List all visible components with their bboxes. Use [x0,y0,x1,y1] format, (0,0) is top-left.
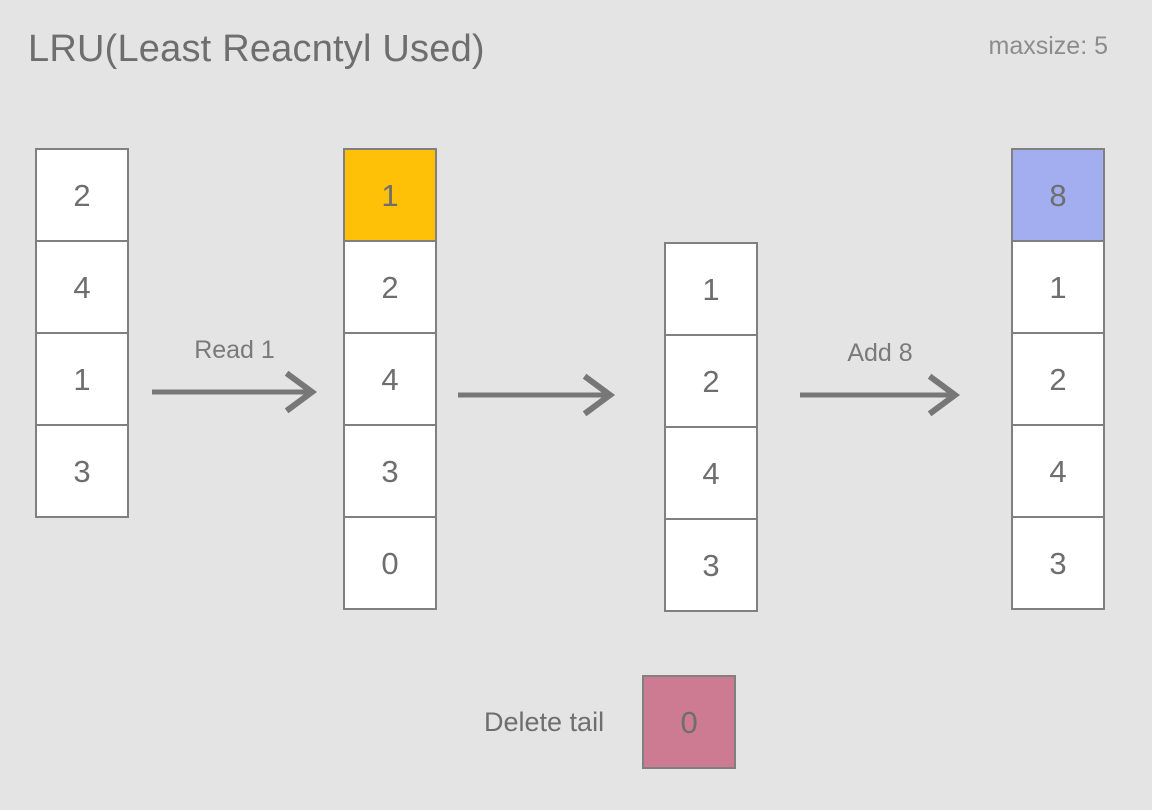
arrow-read: Read 1 [152,336,318,418]
maxsize-label: maxsize: 5 [988,32,1108,60]
arrow-read-label: Read 1 [194,336,275,364]
stack-after-evict: 1 2 4 3 [664,242,758,612]
stack-cell: 4 [35,240,129,334]
stack-after-add: 8 1 2 4 3 [1011,148,1105,610]
stack-cell: 3 [343,424,437,518]
stack-cell: 1 [1011,240,1105,334]
stack-after-read: 1 2 4 3 0 [343,148,437,610]
stack-cell-highlight: 8 [1011,148,1105,242]
stack-cell: 2 [664,334,758,428]
arrow-add-label: Add 8 [847,339,913,367]
stack-cell: 1 [35,332,129,426]
stack-cell: 0 [343,516,437,610]
stack-cell: 1 [664,242,758,336]
stack-cell: 3 [1011,516,1105,610]
stack-cell: 4 [1011,424,1105,518]
stack-cell: 2 [35,148,129,242]
delete-tail-cell: 0 [642,675,737,769]
delete-tail-group: Delete tail 0 [484,675,737,769]
arrow-evict [458,373,616,421]
stack-cell: 3 [35,424,129,518]
stack-cell: 4 [343,332,437,426]
stack-cell: 2 [343,240,437,334]
arrow-add: Add 8 [800,339,961,421]
delete-tail-label: Delete tail [484,706,605,737]
stack-cell: 4 [664,426,758,520]
page-title: LRU(Least Reacntyl Used) [28,28,485,70]
arrow-read-glyph [152,370,318,414]
stack-initial: 2 4 1 3 [35,148,129,518]
stack-cell: 3 [664,518,758,612]
arrow-add-glyph [800,373,961,417]
arrow-evict-glyph [458,373,616,417]
stack-cell-highlight: 1 [343,148,437,242]
stack-cell: 2 [1011,332,1105,426]
